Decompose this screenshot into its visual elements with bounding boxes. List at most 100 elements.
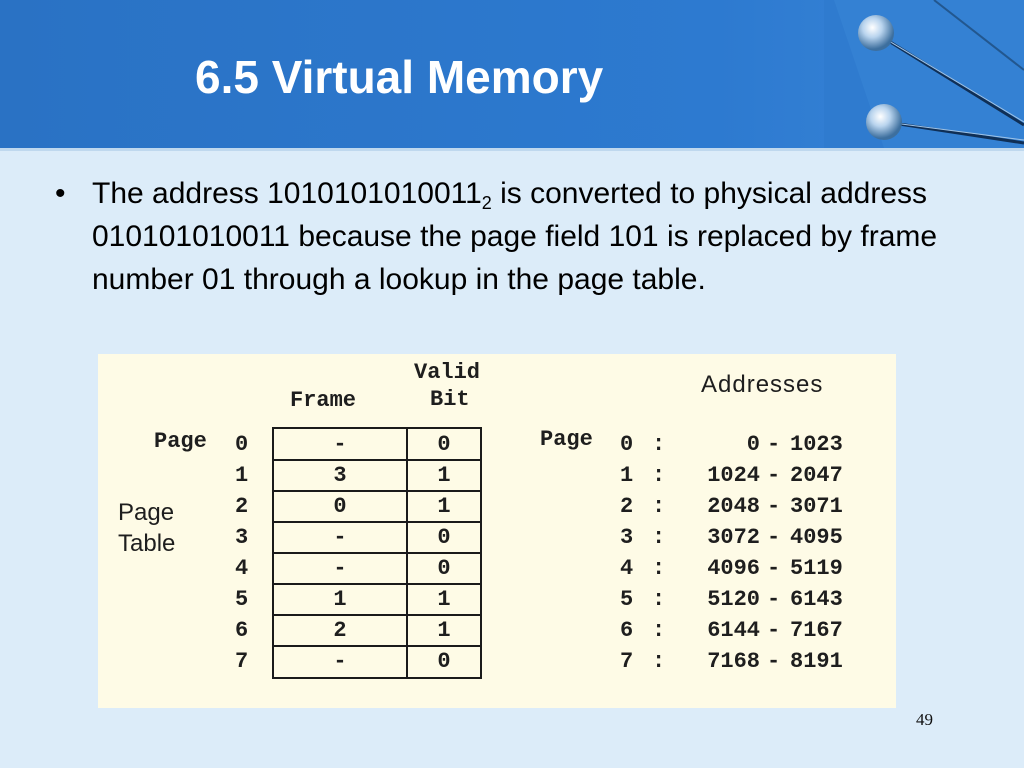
address-start: 4096 [707,556,760,581]
address-colon: : [652,618,666,643]
frame-cell: 1 [333,587,347,612]
address-page: 5 [620,587,634,612]
valid-header-line1: Valid [414,360,481,385]
address-page-label: Page [540,427,593,452]
address-page: 1 [620,463,634,488]
frame-cell: - [333,649,347,674]
bullet-text-end: is converted to physical address 0101010… [92,177,938,296]
address-page: 4 [620,556,634,581]
title-bar: 6.5 Virtual Memory [0,0,1024,151]
address-colon: : [652,556,666,581]
address-start: 1024 [707,463,760,488]
address-dash: - [767,556,781,581]
address-dash: - [767,618,781,643]
address-end: 5119 [790,556,843,581]
table-row: -0 [274,522,480,553]
row-divider [274,552,480,554]
bullet-point: • The address 10101010100112 is converte… [55,172,955,301]
slide-title: 6.5 Virtual Memory [195,51,604,103]
address-start: 3072 [707,525,760,550]
valid-bit-cell: 1 [437,587,451,612]
row-divider [274,645,480,647]
address-row: 5: 5120-6143 [620,584,880,615]
page-table-label-line1: Page [118,499,175,526]
valid-bit-cell: 1 [437,463,451,488]
frame-cell: 2 [333,618,347,643]
bullet-marker: • [55,177,66,210]
address-colon: : [652,587,666,612]
address-dash: - [767,463,781,488]
table-row: -0 [274,553,480,584]
address-dash: - [767,494,781,519]
address-page: 2 [620,494,634,519]
address-start: 7168 [707,649,760,674]
page-label: Page [154,429,207,454]
row-divider [274,490,480,492]
address-row: 7: 7168-8191 [620,646,880,677]
address-row: 4: 4096-5119 [620,553,880,584]
address-start: 2048 [707,494,760,519]
frame-cell: - [333,525,347,550]
address-dash: - [767,525,781,550]
bullet-text: The address 10101010100112 is converted … [92,172,955,301]
page-number: 4 [235,556,249,581]
address-end: 2047 [790,463,843,488]
page-table-figure: Frame Valid Bit Page Page Table Addresse… [98,354,896,708]
page-table-label-line2: Table [118,530,176,557]
frame-cell: 0 [333,494,347,519]
frame-header: Frame [290,388,357,413]
address-dash: - [767,587,781,612]
valid-bit-cell: 0 [437,432,451,457]
page-number: 5 [235,587,249,612]
valid-bit-cell: 1 [437,494,451,519]
base-subscript: 2 [481,193,492,213]
address-page: 0 [620,432,634,457]
valid-bit-cell: 1 [437,618,451,643]
address-row: 3: 3072-4095 [620,522,880,553]
frame-cell: - [333,432,347,457]
table-row: -0 [274,646,480,677]
valid-header-line2: Bit [430,387,470,412]
frame-cell: - [333,556,347,581]
address-dash: - [767,649,781,674]
address-colon: : [652,525,666,550]
valid-bit-cell: 0 [437,525,451,550]
row-divider [274,521,480,523]
table-row: -0 [274,429,480,460]
slide-number: 49 [916,710,933,729]
address-end: 6143 [790,587,843,612]
address-row: 2:2048-3071 [620,491,880,522]
page-number: 6 [235,618,249,643]
address-end: 8191 [790,649,843,674]
address-end: 4095 [790,525,843,550]
bullet-text-start: The address 1010101010011 [92,177,482,210]
address-page: 7 [620,649,634,674]
page-number: 7 [235,649,249,674]
address-colon: : [652,432,666,457]
pushpin-graphic [824,0,1024,148]
address-start: 0 [746,432,760,457]
row-divider [274,614,480,616]
address-colon: : [652,649,666,674]
address-start: 5120 [707,587,760,612]
valid-bit-cell: 0 [437,649,451,674]
address-row: 1: 1024-2047 [620,460,880,491]
address-end: 1023 [790,432,843,457]
address-page: 3 [620,525,634,550]
address-colon: : [652,494,666,519]
address-start: 6144 [707,618,760,643]
address-end: 7167 [790,618,843,643]
address-page: 6 [620,618,634,643]
page-number: 1 [235,463,249,488]
address-colon: : [652,463,666,488]
page-number: 2 [235,494,249,519]
frame-cell: 3 [333,463,347,488]
valid-bit-cell: 0 [437,556,451,581]
address-row: 0:0-1023 [620,429,880,460]
page-number: 0 [235,432,249,457]
address-row: 6: 6144-7167 [620,615,880,646]
